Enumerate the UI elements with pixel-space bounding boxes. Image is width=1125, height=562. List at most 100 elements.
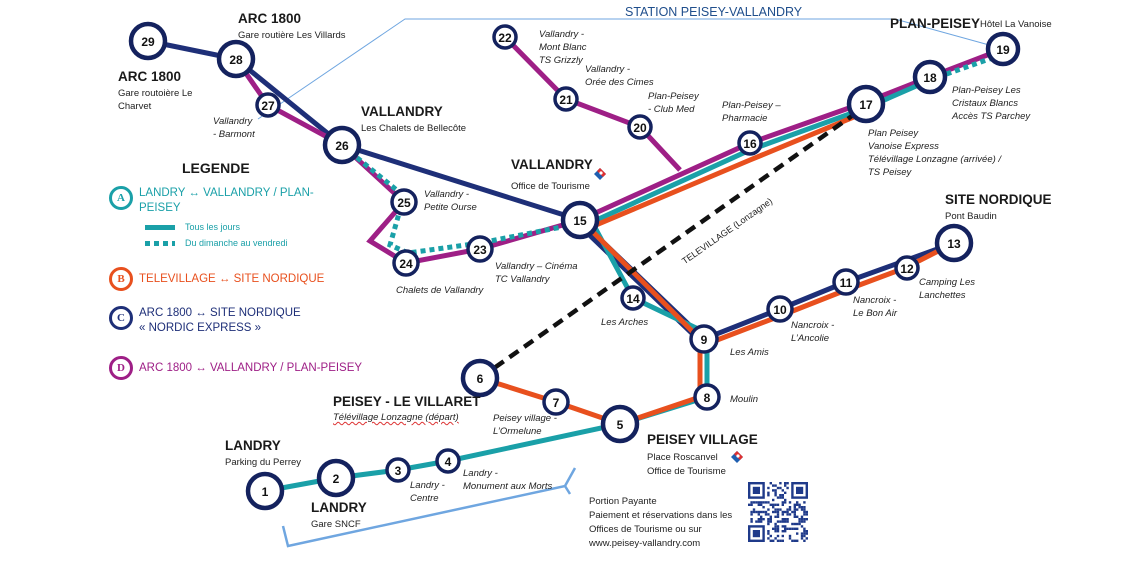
info-line-3: Offices de Tourisme ou sur: [589, 524, 702, 535]
station-18[interactable]: 18: [912, 59, 948, 95]
stop-3-label: Landry -Centre: [410, 480, 445, 504]
stop-24-label: Chalets de Vallandry: [396, 285, 484, 296]
station-8[interactable]: 8: [693, 383, 721, 411]
station-25[interactable]: 25: [390, 188, 418, 216]
station-number: 6: [477, 372, 484, 386]
station-marker: [385, 457, 411, 483]
station-marker: [600, 404, 640, 444]
place-plan-peisey-sub: Hôtel La Vanoise: [980, 19, 1052, 30]
station-number: 15: [573, 214, 587, 228]
station-23[interactable]: 23: [466, 235, 494, 263]
station-number: 18: [923, 71, 937, 85]
station-marker: [390, 188, 418, 216]
station-1[interactable]: 1: [245, 471, 285, 511]
stop-9-label: Les Amis: [730, 347, 769, 358]
station-28[interactable]: 28: [216, 39, 256, 79]
station-11[interactable]: 11: [832, 268, 860, 296]
station-15[interactable]: 15: [560, 200, 600, 240]
station-marker: [560, 200, 600, 240]
stop-7-label: Peisey village -L’Ormelune: [493, 413, 557, 437]
station-2[interactable]: 2: [316, 458, 356, 498]
solid-line-swatch: [145, 224, 175, 230]
place-peisey-village-sub2: Office de Tourisme: [647, 466, 726, 477]
place-landry-gare-sub: Gare SNCF: [311, 519, 361, 530]
route-a-text-2: PEISEY: [139, 202, 181, 214]
station-9[interactable]: 9: [689, 324, 719, 354]
station-marker: [460, 358, 500, 398]
station-marker: [492, 24, 518, 50]
info-website-link[interactable]: www.peisey-vallandry.com: [589, 538, 701, 549]
route-b-line-2: [587, 226, 702, 341]
route-d-branch: [503, 35, 682, 172]
stop-27-label: Vallandry- Barmont: [213, 116, 255, 140]
legend-route-c: C ARC 1800 ↔ SITE NORDIQUE« NORDIC EXPRE…: [109, 306, 301, 336]
station-19[interactable]: 19: [985, 31, 1021, 67]
station-17[interactable]: 17: [846, 84, 886, 124]
stop-20-label: Plan-Peisey- Club Med: [648, 91, 699, 115]
station-marker: [466, 235, 494, 263]
station-10[interactable]: 10: [766, 295, 794, 323]
station-24[interactable]: 24: [392, 249, 420, 277]
qr-code[interactable]: [748, 482, 808, 542]
station-number: 25: [397, 196, 411, 210]
place-landry-perrey-title: LANDRY: [225, 438, 281, 453]
station-marker: [322, 125, 362, 165]
station-3[interactable]: 3: [385, 457, 411, 483]
legend-dotted-weekday: Du dimanche au vendredi: [145, 238, 288, 248]
station-number: 2: [333, 472, 340, 486]
station-number: 3: [395, 464, 402, 478]
legend-route-a: A LANDRY ↔ VALLANDRY / PLAN-PEISEY: [109, 186, 314, 216]
station-number: 4: [445, 455, 452, 469]
station-4[interactable]: 4: [435, 448, 461, 474]
stop-8-label: Moulin: [730, 394, 758, 405]
station-26[interactable]: 26: [322, 125, 362, 165]
station-13[interactable]: 13: [934, 223, 974, 263]
station-20[interactable]: 20: [627, 114, 653, 140]
tourism-office-icon: [594, 168, 606, 180]
station-22[interactable]: 22: [492, 24, 518, 50]
station-number: 22: [498, 31, 512, 45]
station-number: 24: [399, 257, 413, 271]
station-16[interactable]: 16: [737, 130, 763, 156]
stop-4-label: Landry -Monument aux Morts: [463, 468, 553, 492]
place-arc1800-charvet-title: ARC 1800: [118, 69, 182, 84]
station-6[interactable]: 6: [460, 358, 500, 398]
station-number: 5: [617, 418, 624, 432]
station-number: 17: [859, 98, 873, 112]
station-number: 21: [559, 93, 573, 107]
route-b-badge: B: [109, 267, 133, 291]
station-5[interactable]: 5: [600, 404, 640, 444]
place-site-nordique-sub: Pont Baudin: [945, 211, 997, 222]
legend-title: LEGENDE: [182, 160, 250, 176]
legend-solid-text: Tous les jours: [185, 222, 241, 232]
route-b-text: TELEVILLAGE ↔ SITE NORDIQUE: [139, 272, 325, 285]
station-number: 8: [704, 391, 711, 405]
tourism-office-icon: [731, 451, 743, 463]
station-number: 29: [141, 35, 155, 49]
info-line-2: Paiement et réservations dans les: [589, 510, 733, 521]
stop-16-label: Plan-Peisey –Pharmacie: [722, 100, 781, 124]
station-marker: [846, 84, 886, 124]
station-14[interactable]: 14: [620, 285, 646, 311]
route-c-text-2: « NORDIC EXPRESS »: [139, 322, 262, 334]
station-7[interactable]: 7: [542, 388, 570, 416]
route-c-text-1: ARC 1800 ↔ SITE NORDIQUE: [139, 307, 301, 319]
station-number: 19: [996, 43, 1010, 57]
place-arc1800-villards-sub: Gare routière Les Villards: [238, 30, 346, 41]
station-12[interactable]: 12: [894, 255, 920, 281]
station-marker: [689, 324, 719, 354]
station-marker: [985, 31, 1021, 67]
station-29[interactable]: 29: [128, 21, 168, 61]
station-21[interactable]: 21: [553, 86, 579, 112]
station-marker: [216, 39, 256, 79]
station-27[interactable]: 27: [255, 92, 281, 118]
place-vallandry-bellecote-sub: Les Chalets de Bellecôte: [361, 123, 467, 134]
legend-route-d: D ARC 1800 ↔ VALLANDRY / PLAN-PEISEY: [109, 356, 362, 380]
dotted-line-swatch: [145, 240, 175, 246]
station-number: 20: [633, 121, 647, 135]
legend-route-b: B TELEVILLAGE ↔ SITE NORDIQUE: [109, 267, 324, 291]
station-marker: [766, 295, 794, 323]
